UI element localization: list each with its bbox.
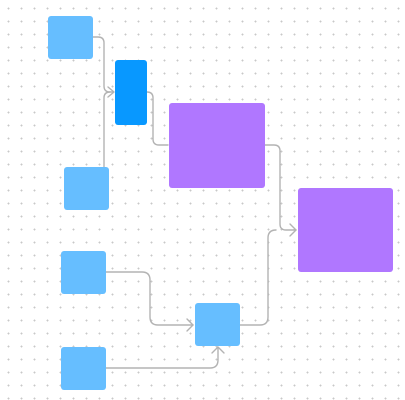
diagram-node[interactable] (115, 60, 147, 125)
arrowhead-n6-n7 (186, 318, 194, 332)
edge-n2-n4 (146, 91, 169, 146)
diagram-node[interactable] (298, 188, 393, 272)
edge-n4-n5 (264, 144, 297, 231)
edge-n7-n5 (239, 229, 277, 326)
edge-n8-n7 (105, 347, 219, 369)
diagram-node[interactable] (61, 347, 106, 390)
diagram-node[interactable] (64, 167, 109, 210)
edge-n1-n2 (92, 36, 114, 93)
diagram-node[interactable] (48, 16, 93, 59)
arrowhead-n1-n2 (107, 86, 115, 98)
arrowhead-n8-n7 (211, 346, 225, 354)
edge-n3-n2 (103, 91, 111, 168)
arrowhead-to-n5 (289, 223, 297, 237)
edge-n6-n7 (105, 271, 194, 326)
diagram-node[interactable] (61, 251, 106, 294)
diagram-node[interactable] (169, 103, 265, 188)
diagram-node[interactable] (195, 303, 240, 346)
